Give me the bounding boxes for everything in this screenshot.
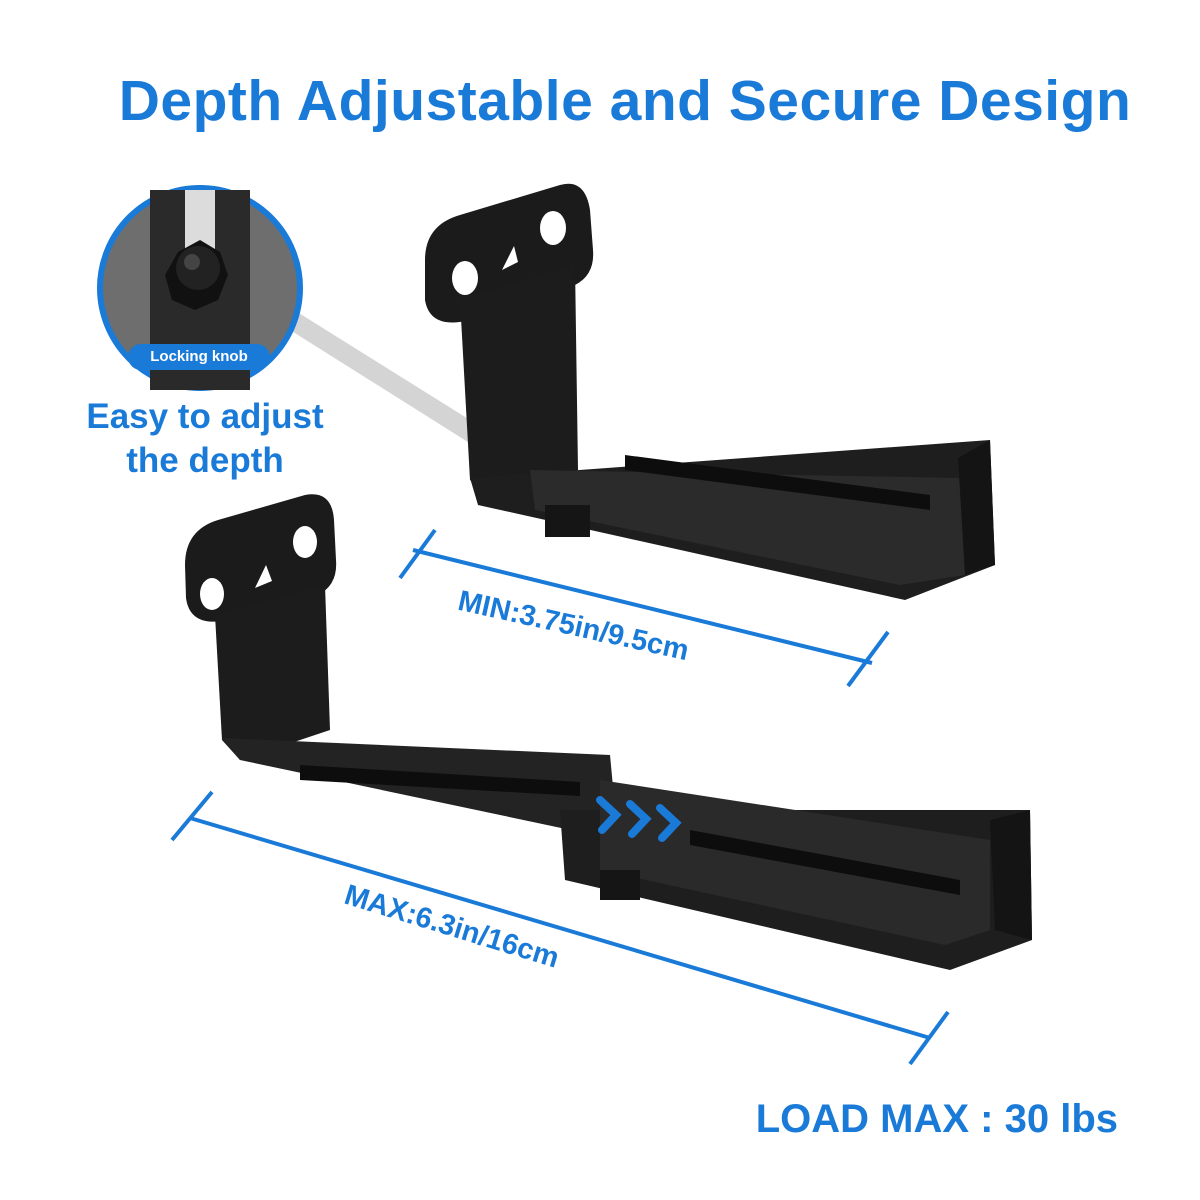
bracket-min <box>425 183 995 600</box>
max-dimension-line <box>170 790 950 1066</box>
load-max-label: LOAD MAX : 30 lbs <box>755 1097 1118 1141</box>
callout-text: Easy to adjust the depth <box>40 395 370 483</box>
mount-hole-icon <box>200 578 224 610</box>
page-title: Depth Adjustable and Secure Design <box>118 69 1132 133</box>
mount-hole-icon <box>452 261 478 295</box>
callout-line-2: the depth <box>126 441 284 480</box>
callout-line-1: Easy to adjust <box>86 397 324 436</box>
locking-knob-label: Locking knob <box>128 344 270 370</box>
locking-knob-icon <box>165 240 228 310</box>
bracket-max <box>185 494 1032 970</box>
min-dimension-line <box>398 528 890 688</box>
arrow-chevrons-icon <box>596 796 682 842</box>
